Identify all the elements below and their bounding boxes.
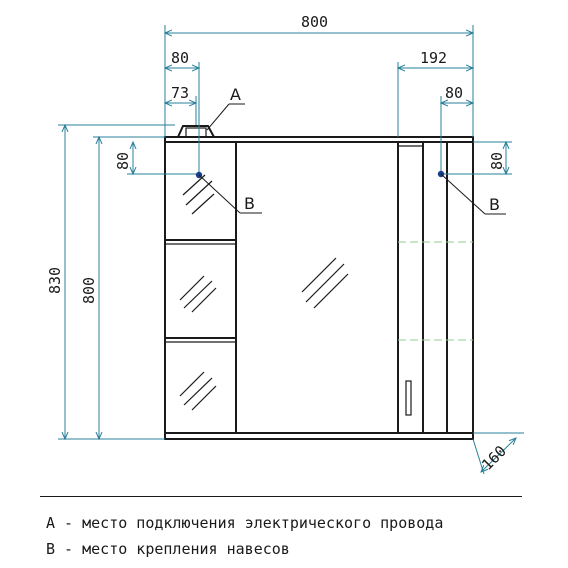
dim-line-depth: [481, 438, 516, 472]
glass-mark: [185, 180, 213, 206]
leader-b-left: [198, 174, 241, 214]
dim-label-left-offset: 80: [171, 49, 189, 67]
marker-b-left-label: B: [244, 194, 255, 213]
cabinet-outline: [164, 136, 474, 440]
dim-label-total-height: 830: [46, 267, 64, 294]
dim-label-right-section: 192: [420, 49, 447, 67]
glass-marks: [179, 174, 349, 411]
dim-label-total-width: 800: [301, 13, 328, 31]
width-dimensions: 800 80 73 192 80: [165, 13, 473, 176]
legend-b: В - место крепления навесов: [46, 540, 290, 558]
markers: A B B: [195, 85, 506, 215]
glass-mark: [182, 174, 206, 196]
legend-divider: [40, 496, 522, 497]
glass-mark: [191, 385, 217, 411]
glass-mark: [313, 273, 349, 309]
glass-mark: [183, 377, 213, 406]
glass-mark: [183, 280, 213, 309]
leader-b-right: [440, 173, 486, 215]
leader-a: [206, 103, 230, 131]
glass-mark: [191, 193, 215, 215]
glass-mark: [179, 371, 205, 397]
dim-label-body-height: 800: [80, 277, 98, 304]
cabinet-body: [164, 125, 474, 440]
glass-mark: [191, 287, 217, 313]
glass-mark: [179, 275, 205, 301]
lamp-fixture: [177, 125, 215, 138]
marker-b-right-label: B: [489, 195, 500, 214]
dim-label-top-right: 80: [488, 152, 506, 170]
dim-label-top-left: 80: [114, 152, 132, 170]
dim-label-right-offset: 80: [445, 84, 463, 102]
door-handle: [405, 380, 412, 416]
glass-mark: [305, 263, 345, 303]
glass-mark: [301, 257, 337, 293]
dim-label-left-inner: 73: [171, 84, 189, 102]
height-dimensions: 830 800 80 80: [46, 125, 512, 439]
depth-dimension: 160: [472, 432, 524, 475]
legend-a: А - место подключения электрического про…: [46, 514, 444, 532]
marker-a-label: A: [230, 85, 241, 104]
socket-box: [185, 127, 207, 138]
